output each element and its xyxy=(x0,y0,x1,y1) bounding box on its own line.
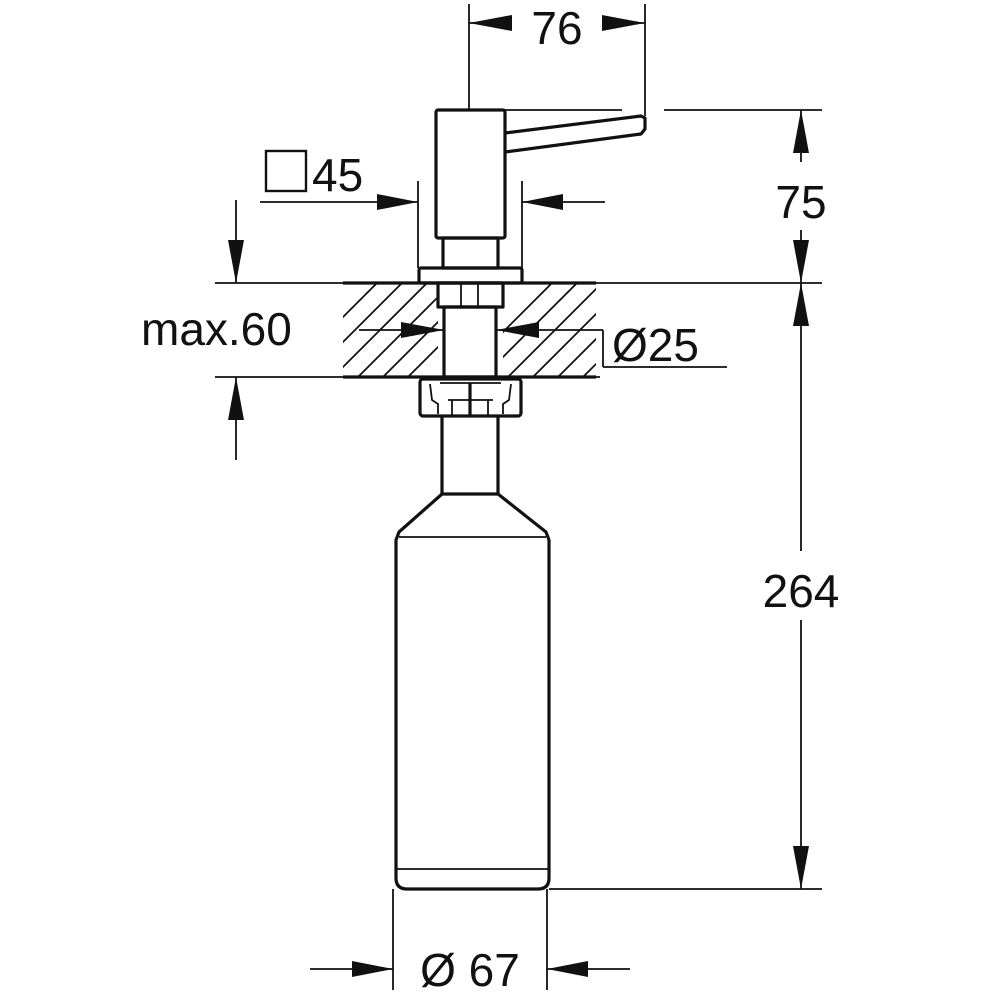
dimension-label-spout-reach: 76 xyxy=(531,2,582,54)
dimension-label-head-square: 45 xyxy=(312,149,363,201)
dimension-hole-diameter: Ø25 xyxy=(359,319,727,371)
dimension-spout-reach: 76 xyxy=(468,2,646,116)
lock-nut xyxy=(418,377,523,418)
dispenser-head xyxy=(417,108,647,285)
dimension-head-height: 75 xyxy=(505,109,827,283)
dimension-countertop-thickness: max.60 xyxy=(141,200,292,460)
shank xyxy=(436,281,505,379)
dimension-below-counter: 264 xyxy=(549,283,840,890)
square-symbol-icon xyxy=(264,149,308,193)
dimension-label-below-counter: 264 xyxy=(763,565,840,617)
dimension-label-hole-diameter: Ø25 xyxy=(612,319,699,371)
dimension-bottle-diameter: Ø 67 xyxy=(310,889,630,996)
bottle xyxy=(394,416,551,891)
dimension-label-bottle-diameter: Ø 67 xyxy=(420,944,520,996)
dimension-label-head-height: 75 xyxy=(775,176,826,228)
dimension-head-square: 45 xyxy=(260,149,605,268)
dimension-label-countertop-thickness: max.60 xyxy=(141,303,292,355)
